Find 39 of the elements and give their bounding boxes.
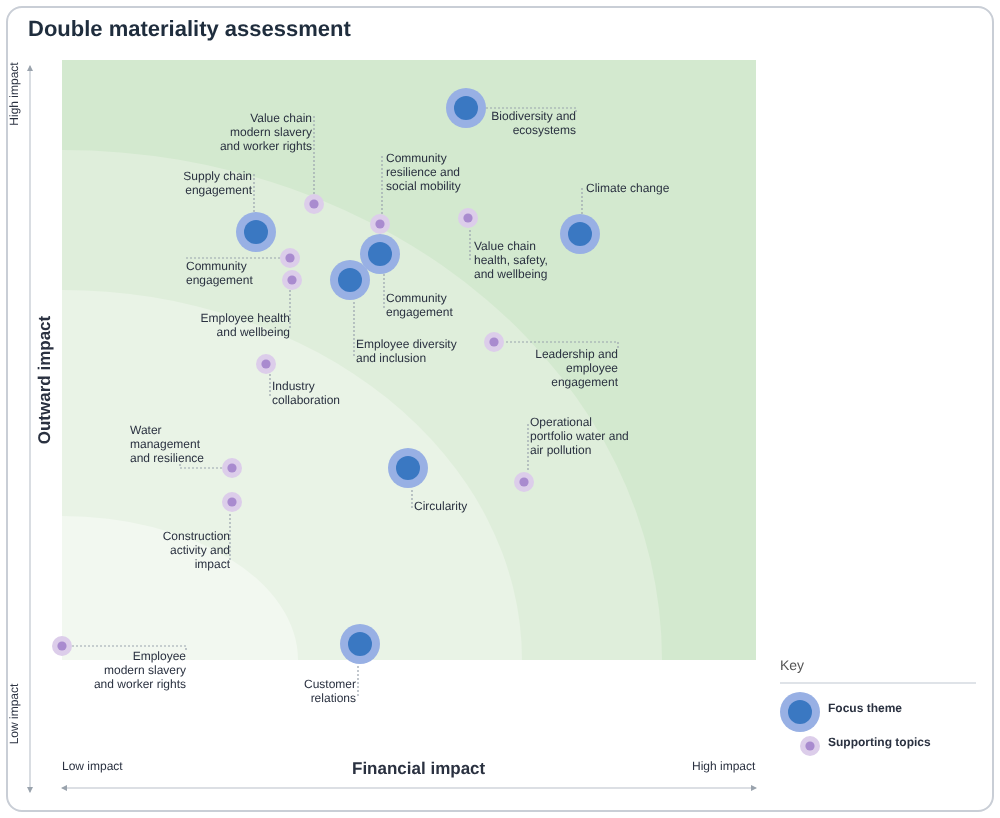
leader-line	[289, 289, 291, 329]
leader-line	[313, 115, 315, 195]
large-dot-marker	[560, 214, 600, 254]
small-dot-marker	[282, 270, 302, 290]
chart-title: Double materiality assessment	[28, 18, 351, 42]
leader-line	[357, 663, 359, 697]
leader-line	[503, 341, 619, 349]
axis-title: Outward impact	[34, 315, 54, 445]
small-dot-marker	[370, 214, 390, 234]
large-dot-marker	[446, 88, 486, 128]
small-dot-marker	[256, 354, 276, 374]
small-dot-marker	[458, 208, 478, 228]
leader-line	[269, 373, 271, 397]
small-dot-marker	[52, 636, 72, 656]
leader-line	[71, 645, 187, 651]
small-dot-marker	[514, 472, 534, 492]
small-dot-marker	[484, 332, 504, 352]
large-dot-marker	[360, 234, 400, 274]
small-dot-marker	[222, 458, 242, 478]
small-dot-marker	[304, 194, 324, 214]
leader-line	[581, 187, 583, 215]
leader-line	[253, 173, 255, 213]
axis-title: Financial impact	[352, 758, 486, 778]
leader-line	[383, 273, 385, 309]
leader-line	[381, 155, 383, 215]
leader-line	[485, 107, 577, 113]
large-dot-marker	[388, 448, 428, 488]
small-dot-marker	[280, 248, 300, 268]
leader-line	[527, 423, 529, 473]
leader-line	[353, 299, 355, 357]
leader-line	[229, 511, 231, 561]
small-dot-marker	[222, 492, 242, 512]
leader-line	[411, 487, 413, 509]
large-dot-marker	[340, 624, 380, 664]
leader-line	[179, 463, 223, 469]
leader-line	[185, 257, 281, 259]
large-dot-marker	[330, 260, 370, 300]
large-dot-marker	[236, 212, 276, 252]
leader-line	[469, 227, 471, 261]
